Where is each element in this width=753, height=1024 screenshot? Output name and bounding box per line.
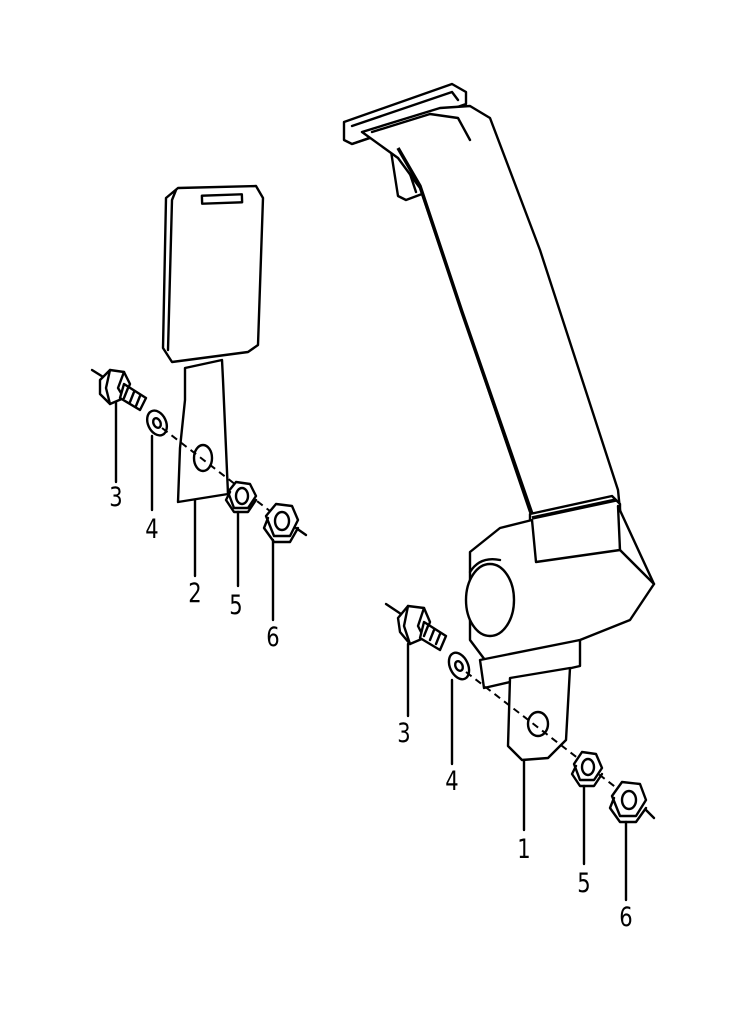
callout-right-1: 1 bbox=[517, 834, 531, 865]
right-nut-small bbox=[570, 750, 604, 788]
retractor-bracket-hole bbox=[526, 710, 550, 738]
right-nut-large bbox=[608, 780, 656, 824]
callout-left-2: 2 bbox=[188, 578, 202, 609]
buckle-slot bbox=[200, 193, 244, 205]
buckle-bracket bbox=[176, 358, 230, 504]
right-axis bbox=[465, 671, 641, 807]
callout-left-4: 4 bbox=[145, 514, 159, 545]
spool-cap bbox=[464, 562, 516, 638]
left-washer bbox=[145, 409, 169, 437]
callout-left-6: 6 bbox=[266, 622, 280, 653]
callout-left-5: 5 bbox=[229, 590, 243, 621]
callout-right-5: 5 bbox=[577, 868, 591, 899]
callout-right-4: 4 bbox=[445, 766, 459, 797]
bracket-hole bbox=[192, 443, 214, 473]
buckle-head bbox=[161, 184, 265, 364]
callout-right-6: 6 bbox=[619, 902, 633, 933]
retractor-assembly bbox=[342, 82, 656, 762]
left-nut-small bbox=[224, 480, 258, 514]
callout-right-3: 3 bbox=[397, 718, 411, 749]
callout-left-3: 3 bbox=[109, 482, 123, 513]
left-nut-large bbox=[262, 502, 308, 544]
right-bolt bbox=[384, 602, 448, 652]
buckle-assembly bbox=[161, 184, 265, 504]
left-bolt bbox=[90, 368, 148, 412]
right-washer bbox=[447, 651, 471, 681]
